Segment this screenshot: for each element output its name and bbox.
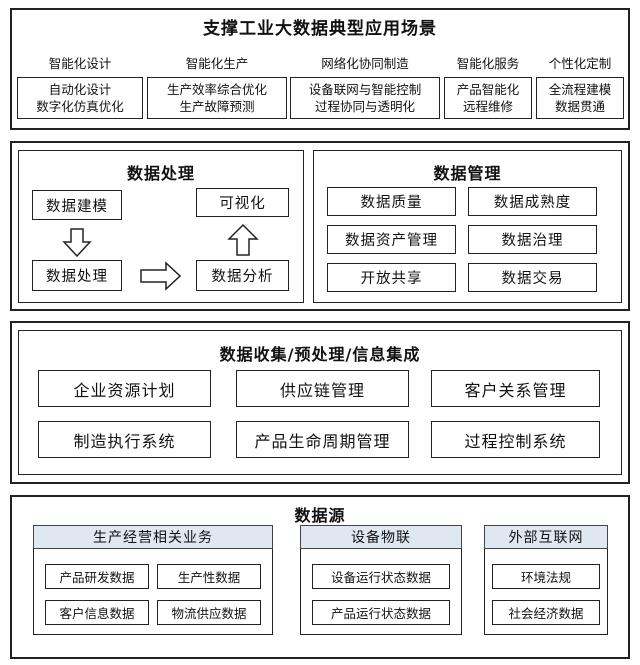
app-scenarios-title: 支撑工业大数据典型应用场景: [203, 19, 437, 39]
source-item: 产品研发数据: [45, 564, 149, 589]
scenario-item: 过程协同与透明化: [314, 99, 415, 114]
source-item: 设备运行状态数据: [312, 564, 450, 589]
scenario-label-production: 智能化生产: [185, 56, 249, 71]
scenario-item: 远程维修: [462, 99, 513, 114]
mgmt-item: 开放共享: [327, 263, 456, 292]
scenario-item: 全流程建模: [548, 82, 612, 97]
data-analysis-box: 数据分析: [196, 260, 289, 291]
scenario-item: 数字化仿真优化: [36, 99, 124, 114]
scenario-item: 数据贯通: [554, 99, 605, 114]
scenario-label-collab: 网络化协同制造: [321, 56, 409, 71]
scenario-label-custom: 个性化定制: [548, 56, 612, 71]
data-sources-title: 数据源: [294, 506, 346, 525]
source-item: 环境法规: [492, 564, 600, 589]
mgmt-item: 数据资产管理: [327, 225, 456, 254]
scenario-box-custom: 全流程建模 数据贯通: [536, 77, 624, 119]
mgmt-item: 数据质量: [327, 187, 456, 216]
source-group-header: 外部互联网: [484, 525, 608, 549]
arrow-right-icon: [140, 261, 182, 291]
source-group-header: 生产经营相关业务: [33, 525, 273, 549]
scenario-item: 自动化设计: [48, 82, 112, 97]
scenario-item: 生产故障预测: [179, 99, 255, 114]
scenario-box-service: 产品智能化 远程维修: [444, 77, 532, 119]
mgmt-item: 数据成熟度: [468, 187, 597, 216]
source-group-header: 设备物联: [300, 525, 462, 549]
source-item: 生产性数据: [157, 564, 261, 589]
scenario-item: 生产效率综合优化: [166, 82, 267, 97]
scenario-box-collab: 设备联网与智能控制 过程协同与透明化: [290, 77, 440, 119]
scenario-item: 产品智能化: [456, 82, 520, 97]
source-item: 客户信息数据: [45, 600, 149, 625]
system-item: 制造执行系统: [38, 421, 211, 458]
arrow-up-icon: [227, 223, 259, 256]
source-item: 社会经济数据: [492, 600, 600, 625]
scenario-box-production: 生产效率综合优化 生产故障预测: [147, 77, 287, 119]
system-item: 企业资源计划: [38, 370, 211, 407]
visualization-box: 可视化: [196, 188, 289, 217]
system-item: 产品生命周期管理: [236, 421, 409, 458]
mgmt-item: 数据治理: [468, 225, 597, 254]
source-item: 物流供应数据: [157, 600, 261, 625]
source-item: 产品运行状态数据: [312, 600, 450, 625]
integration-title: 数据收集/预处理/信息集成: [219, 345, 421, 364]
data-modeling-box: 数据建模: [32, 190, 122, 220]
scenario-box-design: 自动化设计 数字化仿真优化: [17, 77, 143, 119]
system-item: 供应链管理: [236, 370, 409, 407]
scenario-label-design: 智能化设计: [48, 56, 112, 71]
system-item: 客户关系管理: [431, 370, 600, 407]
mgmt-item: 数据交易: [468, 263, 597, 292]
arrow-down-icon: [62, 228, 92, 258]
system-item: 过程控制系统: [431, 421, 600, 458]
scenario-item: 设备联网与智能控制: [308, 82, 422, 97]
data-management-title: 数据管理: [433, 164, 502, 183]
scenario-label-service: 智能化服务: [456, 56, 520, 71]
data-process-box: 数据处理: [32, 260, 122, 291]
data-processing-title: 数据处理: [126, 164, 195, 183]
